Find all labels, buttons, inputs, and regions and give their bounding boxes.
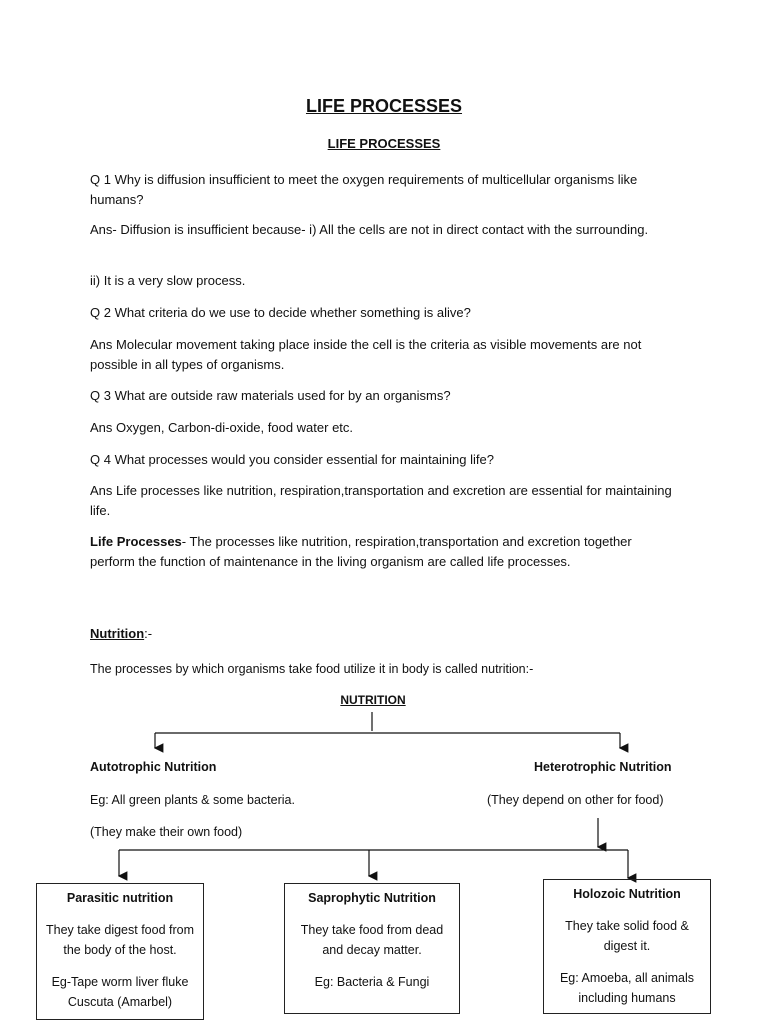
definition-text: - The processes like nutrition, respirat…: [90, 534, 632, 569]
question-1: Q 1 Why is diffusion insufficient to mee…: [90, 172, 638, 207]
saprophytic-nutrition-box: Saprophytic Nutrition They take food fro…: [284, 883, 460, 1014]
autotrophic-note: (They make their own food): [90, 825, 243, 839]
nutrition-heading-text: Nutrition: [90, 626, 145, 641]
box-title: Saprophytic Nutrition: [308, 891, 436, 905]
definition-term: Life Processes: [90, 534, 182, 549]
holozoic-nutrition-box: Holozoic Nutrition They take solid food …: [543, 879, 711, 1014]
answer-1: Ans- Diffusion is insufficient because- …: [90, 222, 649, 237]
answer-1-part-2: ii) It is a very slow process.: [90, 273, 246, 288]
page-subtitle: LIFE PROCESSES: [327, 136, 441, 151]
parasitic-nutrition-box: Parasitic nutrition They take digest foo…: [36, 883, 204, 1020]
question-2: Q 2 What criteria do we use to decide wh…: [90, 305, 471, 320]
box-description: They take food from dead and decay matte…: [300, 923, 444, 957]
heterotrophic-note: (They depend on other for food): [487, 793, 664, 807]
nutrition-heading: Nutrition:-: [90, 624, 680, 644]
heterotrophic-title: Heterotrophic Nutrition: [534, 760, 672, 774]
box-description: They take digest food from the body of t…: [46, 923, 194, 957]
answer-4: Ans Life processes like nutrition, respi…: [90, 483, 672, 518]
life-processes-definition: Life Processes- The processes like nutri…: [90, 532, 680, 572]
autotrophic-example: Eg: All green plants & some bacteria.: [90, 793, 295, 807]
answer-2: Ans Molecular movement taking place insi…: [90, 337, 642, 372]
nutrition-intro: The processes by which organisms take fo…: [90, 662, 534, 676]
question-4: Q 4 What processes would you consider es…: [90, 452, 494, 467]
nutrition-heading-suffix: :-: [144, 626, 153, 641]
box-title: Holozoic Nutrition: [573, 887, 681, 901]
diagram-root-label: NUTRITION: [340, 693, 406, 707]
box-description: They take solid food & digest it.: [565, 919, 689, 953]
box-example: Eg: Bacteria & Fungi: [314, 975, 430, 989]
answer-3: Ans Oxygen, Carbon-di-oxide, food water …: [90, 420, 354, 435]
page-title: LIFE PROCESSES: [305, 96, 463, 116]
box-example: Eg-Tape worm liver fluke Cuscuta (Amarbe…: [51, 975, 189, 1009]
box-title: Parasitic nutrition: [66, 891, 174, 905]
autotrophic-title: Autotrophic Nutrition: [90, 760, 217, 774]
box-example: Eg: Amoeba, all animals including humans: [559, 971, 695, 1005]
question-3: Q 3 What are outside raw materials used …: [90, 388, 451, 403]
